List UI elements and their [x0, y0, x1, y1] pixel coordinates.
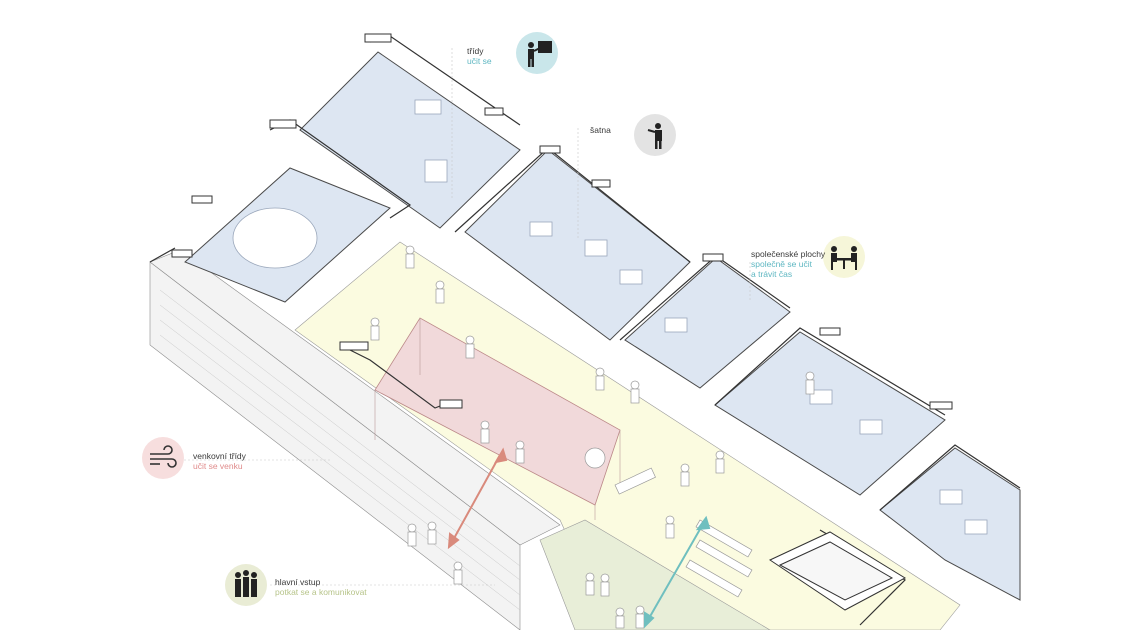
corridor-tables — [584, 447, 753, 598]
social-label: společenské plochy společně se učit a tr… — [751, 249, 825, 279]
classroom-4 — [624, 257, 791, 389]
classroom-title: třídy — [467, 46, 484, 56]
roof-caps — [171, 33, 953, 410]
connection-arrow-entrance — [644, 515, 711, 629]
classroom-6 — [879, 447, 1021, 601]
wardrobe-title: šatna — [590, 125, 611, 135]
people-silhouettes — [370, 245, 815, 629]
entrance-label: hlavní vstup potkat se a komunikovat — [275, 577, 367, 597]
coat-hanger-person-icon — [647, 123, 662, 149]
entrance-badge — [225, 564, 267, 606]
wind-icon — [150, 445, 177, 468]
classroom-furniture — [232, 99, 988, 535]
classroom-2 — [299, 51, 521, 229]
classroom-badge — [516, 32, 558, 74]
entrance-title: hlavní vstup — [275, 577, 321, 587]
building-base — [149, 249, 561, 631]
social-title: společenské plochy — [751, 249, 826, 259]
connection-arrow-outdoor — [447, 447, 508, 550]
social-subtitle: společně se učit — [751, 259, 812, 269]
outdoor-subtitle: učit se venku — [193, 461, 243, 471]
group-people-icon — [235, 570, 257, 597]
social-badge — [823, 236, 865, 278]
leader-lines — [180, 48, 751, 586]
courtyard-box — [768, 531, 907, 611]
classroom-subtitle: učit se — [467, 56, 492, 66]
classroom-5 — [714, 331, 946, 496]
outdoor-title: venkovní třídy — [193, 451, 246, 461]
wardrobe-badge — [634, 114, 676, 156]
entrance-subtitle: potkat se a komunikovat — [275, 587, 367, 597]
classroom-label: třídy učit se — [467, 46, 492, 66]
outdoor-badge — [142, 437, 184, 479]
two-people-table-icon — [831, 246, 857, 270]
social-subtitle-2: a trávit čas — [751, 269, 793, 279]
teacher-board-icon — [528, 41, 552, 67]
classroom-areas — [184, 51, 1021, 601]
outdoor-classroom — [374, 317, 621, 520]
outdoor-label: venkovní třídy učit se venku — [193, 451, 246, 471]
wardrobe-label: šatna — [590, 125, 611, 135]
